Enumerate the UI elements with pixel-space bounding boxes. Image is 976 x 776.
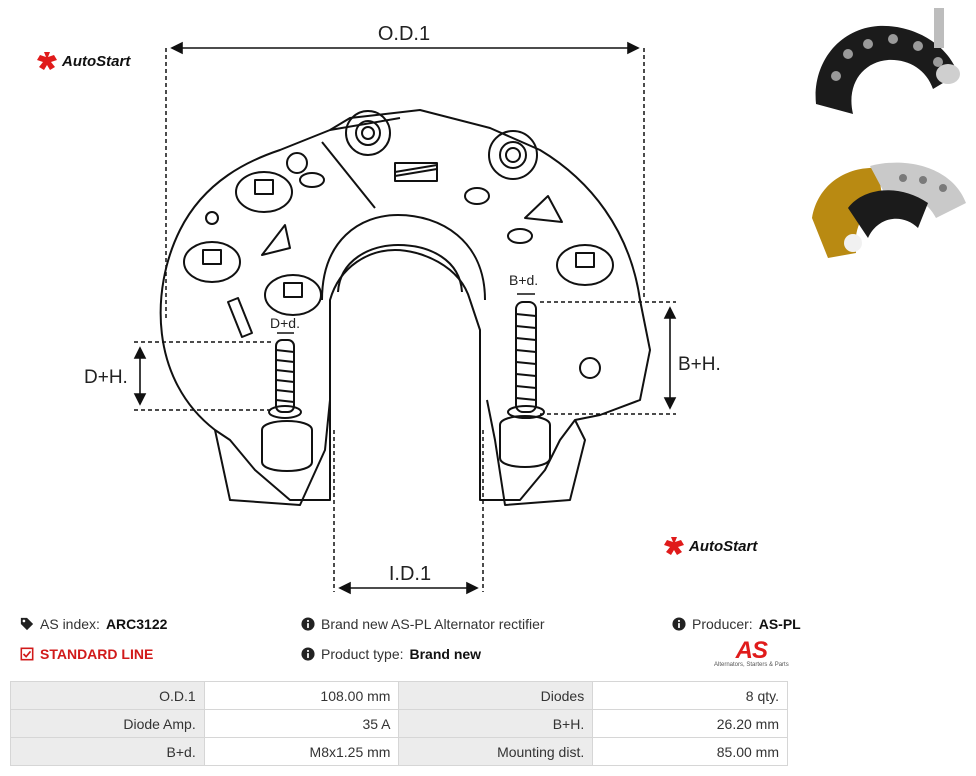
table-row: O.D.1 108.00 mm Diodes 8 qty. [10,681,788,710]
producer-label: Producer: [692,616,753,632]
label-bh: B+H. [678,354,721,375]
info-circle-icon [301,617,315,631]
spec-value: M8x1.25 mm [203,737,400,766]
as-index: AS index: ARC3122 [20,616,167,632]
info-circle-icon [301,647,315,661]
spec-value: 35 A [203,709,400,738]
spec-label: Diodes [398,681,594,710]
spec-label: Diode Amp. [10,709,205,738]
label-od: O.D.1 [378,23,430,45]
check-square-icon [20,647,34,661]
producer: Producer: AS-PL [672,616,801,632]
table-row: Diode Amp. 35 A B+H. 26.20 mm [10,709,788,738]
spec-value: 26.20 mm [592,709,788,738]
producer-logo-mark: AS [735,637,768,664]
brand-logo-top: AutoStart [37,52,130,70]
label-bd: B+d. [509,272,538,288]
spec-label: B+H. [398,709,594,738]
label-dd: D+d. [270,315,300,331]
spec-table: O.D.1 108.00 mm Diodes 8 qty. Diode Amp.… [10,681,788,766]
product-line-value: STANDARD LINE [40,646,154,662]
brand-name: AutoStart [62,52,131,70]
product-type-value: Brand new [409,646,482,662]
spec-label: Mounting dist. [398,737,594,766]
rectifier-diagram: O.D.1 I.D.1 D+H. B+H. D+d. B+d. [84,23,721,595]
description-text: Brand new AS-PL Alternator rectifier [321,616,545,632]
product-type: Product type: Brand new [301,646,481,662]
spec-value: 108.00 mm [203,681,400,710]
product-photo-top [808,4,968,136]
product-type-label: Product type: [321,646,404,662]
spec-label: O.D.1 [10,681,205,710]
producer-logo: AS Alternators, Starters & Parts [714,637,789,669]
autostart-logo-icon [37,52,57,70]
as-index-label: AS index: [40,616,100,632]
as-index-value: ARC3122 [105,616,168,632]
producer-logo-tagline: Alternators, Starters & Parts [714,662,789,668]
product-line: STANDARD LINE [20,646,153,662]
tag-icon [20,617,34,631]
brand-name: AutoStart [689,537,758,555]
product-photo-bottom [808,148,968,280]
info-circle-icon [672,617,686,631]
spec-label: B+d. [10,737,205,766]
spec-value: 8 qty. [592,681,788,710]
spec-value: 85.00 mm [592,737,788,766]
label-id: I.D.1 [389,563,431,585]
autostart-logo-icon [664,537,684,555]
label-dh: D+H. [84,367,128,388]
table-row: B+d. M8x1.25 mm Mounting dist. 85.00 mm [10,737,788,766]
brand-logo-bottom: AutoStart [664,537,757,555]
producer-value: AS-PL [758,616,801,632]
product-description: Brand new AS-PL Alternator rectifier [301,616,545,632]
